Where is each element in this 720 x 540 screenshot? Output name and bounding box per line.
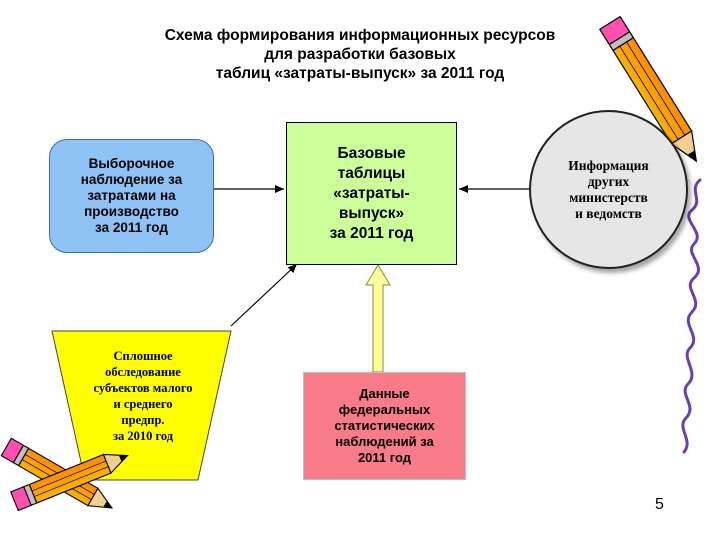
federal-data-line: федеральных [338,402,431,417]
base-tables-box: Базовые таблицы «затраты- выпуск» за 201… [286,122,457,265]
ministries-line: и ведомств [575,205,642,221]
base-tables-line: за 2011 год [329,224,414,242]
pencil-icon [598,15,698,163]
base-tables-line: выпуск» [338,204,405,222]
slide-title: Схема формирования информационных ресурс… [110,26,610,83]
sample-survey-box: Выборочное наблюдение за затратами на пр… [49,139,214,253]
ministries-line: Информация [568,157,649,173]
sample-survey-line: за 2011 год [95,220,168,235]
sample-survey-line: Выборочное [88,156,175,171]
continuous-survey-line: обследование [105,365,181,379]
continuous-survey-line: Сплошное [113,349,173,363]
arrow-federal-to-base [365,264,391,373]
federal-data-line: статистических [334,418,435,433]
title-line-2: для разработки базовых [264,46,456,63]
continuous-survey-line: предпр. [121,413,165,427]
federal-data-line: наблюдений за [335,434,434,449]
title-line-3: таблиц «затраты-выпуск» за 2011 год [215,65,505,82]
title-line-1: Схема формирования информационных ресурс… [164,27,556,44]
sample-survey-line: производство [84,204,179,219]
sample-survey-line: затратами на [87,188,176,203]
pencil-icon [10,453,129,512]
arrow-continuous-to-base [230,263,298,327]
federal-data-box: Данные федеральных статистических наблюд… [303,372,466,480]
ministries-line: министерств [569,189,648,205]
base-tables-line: таблицы [337,164,406,182]
sample-survey-line: наблюдение за [80,172,183,187]
continuous-survey-line: за 2010 год [112,429,174,443]
federal-data-line: 2011 год [357,450,412,465]
squiggle-line [681,178,702,454]
base-tables-line: «затраты- [333,184,410,202]
federal-data-line: Данные [359,386,410,401]
continuous-survey-shape [51,330,232,481]
page-number: 5 [655,496,664,513]
continuous-survey-line: субъектов малого [93,381,193,395]
ministries-circle: Информация других министерств и ведомств [529,110,688,269]
ministries-line: других [587,173,630,189]
continuous-survey-text: Сплошное обследование субъектов малого и… [68,348,218,444]
base-tables-line: Базовые [337,144,406,162]
continuous-survey-line: и среднего [113,397,173,411]
